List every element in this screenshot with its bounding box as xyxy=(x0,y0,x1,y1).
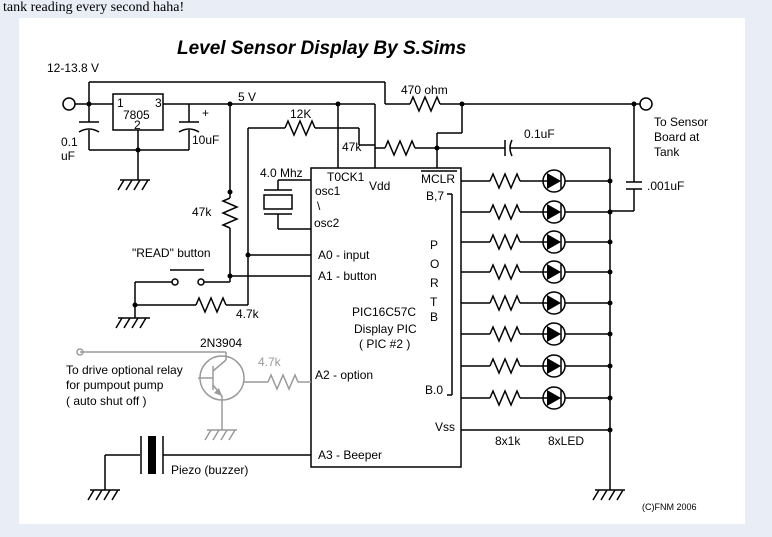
cap001-label: .001uF xyxy=(647,179,684,193)
ground-symbol-transistor xyxy=(204,429,237,441)
res-count-label: 8x1k xyxy=(495,434,521,448)
b0-label: B.0 xyxy=(425,383,443,397)
a1-label: A1 - button xyxy=(318,269,377,283)
ground-symbol-piezo xyxy=(87,489,120,501)
sensor-label-2: Board at xyxy=(654,130,700,144)
output-cap-value: 10uF xyxy=(192,133,219,147)
osc1-label: osc1 xyxy=(315,184,341,198)
five-volt-label: 5 V xyxy=(238,90,256,104)
read-button xyxy=(170,269,205,286)
osc2-label: osc2 xyxy=(314,216,340,230)
resistor-4k7-button xyxy=(195,296,227,314)
portb-letter-p: P xyxy=(430,238,438,252)
pic-part-label: PIC16C57C xyxy=(352,305,416,319)
portb-letter-b: B xyxy=(430,310,438,324)
ground-symbol-regulator xyxy=(117,179,150,191)
r470-label: 470 ohm xyxy=(401,83,448,97)
led-4 xyxy=(547,264,561,280)
cap-plus-sign: + xyxy=(202,106,209,120)
ground-symbol-rail xyxy=(592,489,625,501)
led-6 xyxy=(547,326,561,342)
r47-option-label: 4.7k xyxy=(258,355,282,369)
a3-label: A3 - Beeper xyxy=(318,448,382,462)
resistor-1k-8 xyxy=(489,389,521,407)
copyright-label: (C)FNM 2006 xyxy=(642,502,697,512)
reg-pin3-label: 3 xyxy=(155,96,162,110)
crystal-4mhz xyxy=(263,194,293,210)
t0ck1-label: T0CK1 xyxy=(327,170,365,184)
resistor-1k-5 xyxy=(489,294,521,312)
input-cap-unit: uF xyxy=(61,149,75,163)
supply-terminal xyxy=(62,97,76,111)
led-2 xyxy=(547,204,561,220)
pic-chip xyxy=(310,167,462,468)
resistor-12k xyxy=(284,119,316,137)
osc-backslash: \ xyxy=(317,199,321,213)
vss-label: Vss xyxy=(435,420,455,434)
sensor-label-3: Tank xyxy=(654,145,680,159)
b7-label: B,7 xyxy=(426,189,444,203)
resistor-47k-mclr xyxy=(384,139,416,157)
portb-letter-t: T xyxy=(430,295,438,309)
read-button-label: "READ" button xyxy=(132,246,211,260)
schematic-sheet xyxy=(19,18,745,524)
resistor-1k-2 xyxy=(489,203,521,221)
input-cap-value: 0.1 xyxy=(61,135,78,149)
top-note: tank reading every second haha! xyxy=(3,0,185,15)
piezo-buzzer xyxy=(148,436,156,474)
relay-label-1: To drive optional relay xyxy=(66,363,183,377)
pic-role-label: Display PIC xyxy=(354,322,417,336)
r47k-pullup-label: 47k xyxy=(192,205,212,219)
reg-pin2-label: 2 xyxy=(134,118,141,132)
led-8 xyxy=(547,390,561,406)
resistor-1k-1 xyxy=(489,172,521,190)
cap01-label: 0.1uF xyxy=(524,127,555,141)
supply-voltage-label: 12-13.8 V xyxy=(47,61,99,75)
relay-label-3: ( auto shut off ) xyxy=(66,394,147,408)
piezo-label: Piezo (buzzer) xyxy=(171,463,248,477)
resistor-47k-pullup xyxy=(221,197,239,229)
resistor-1k-4 xyxy=(489,263,521,281)
sensor-terminal xyxy=(639,97,653,111)
resistor-470-ohm xyxy=(409,95,441,113)
resistor-1k-6 xyxy=(489,325,521,343)
resistor-1k-3 xyxy=(489,233,521,251)
relay-label-2: for pumpout pump xyxy=(66,378,164,392)
sensor-label-1: To Sensor xyxy=(654,115,708,129)
r12k-label: 12K xyxy=(290,107,311,121)
r47-button-label: 4.7k xyxy=(236,307,260,321)
transistor-label: 2N3904 xyxy=(200,336,242,350)
ground-symbol-button xyxy=(115,317,150,329)
a0-label: A0 - input xyxy=(318,248,370,262)
led-3 xyxy=(547,234,561,250)
portb-letter-o: O xyxy=(430,257,439,271)
led-count-label: 8xLED xyxy=(548,434,584,448)
mclr-label: MCLR xyxy=(421,172,455,186)
resistor-4k7-option xyxy=(267,373,299,391)
reg-pin1-label: 1 xyxy=(117,96,124,110)
led-1 xyxy=(547,173,561,189)
led-driver-rows xyxy=(461,169,613,410)
a2-label: A2 - option xyxy=(315,368,373,382)
portb-letter-r: R xyxy=(430,276,439,290)
reg-name-label: 7805 xyxy=(123,108,150,122)
diagram-title: Level Sensor Display By S.Sims xyxy=(177,38,466,59)
pic-number-label: ( PIC #2 ) xyxy=(359,337,410,351)
crystal-label: 4.0 Mhz xyxy=(260,166,303,180)
r47k-mclr-label: 47k xyxy=(342,140,362,154)
vdd-label: Vdd xyxy=(369,179,390,193)
resistor-1k-7 xyxy=(489,357,521,375)
led-5 xyxy=(547,295,561,311)
led-7 xyxy=(547,358,561,374)
relay-terminal xyxy=(76,348,84,356)
